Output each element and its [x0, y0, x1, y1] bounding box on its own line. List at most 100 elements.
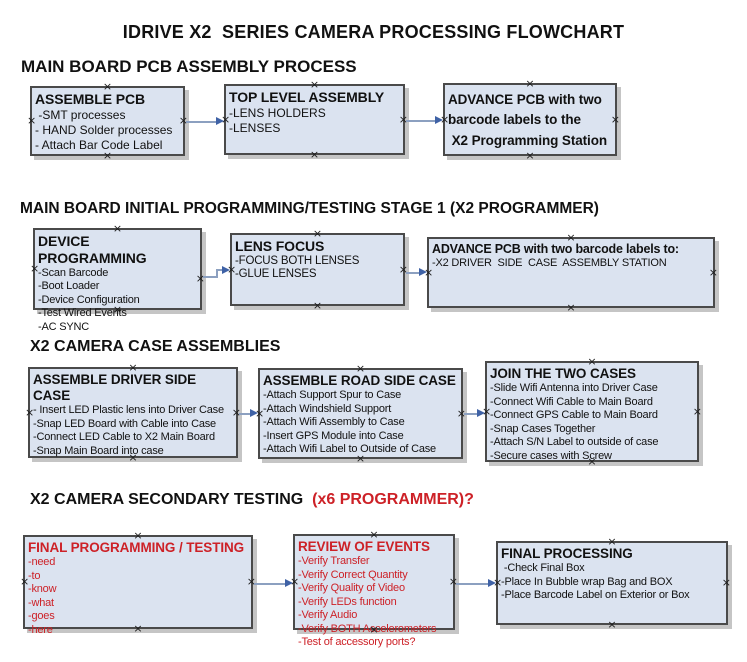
flow-arrow [406, 116, 443, 125]
flow-arrow [239, 409, 258, 418]
arrow-line [406, 119, 436, 122]
box-item: -Scan Barcode [38, 266, 109, 279]
box-title: ADVANCE PCB with two barcode labels to t… [448, 92, 607, 148]
box-item: -Verify LEDs function [298, 595, 397, 608]
box-item: -LENSES [229, 120, 281, 135]
box-title: TOP LEVEL ASSEMBLY [229, 89, 385, 105]
arrowhead-icon [285, 579, 293, 587]
box-item: -Connect LED Cable to X2 Main Board [33, 431, 215, 444]
box-title: DEVICE PROGRAMMING [38, 233, 147, 266]
box-item: -Snap LED Board with Cable into Case [33, 417, 216, 430]
box-item: -Attach Support Spur to Case [263, 389, 402, 402]
section-heading-initial-programming: MAIN BOARD INITIAL PROGRAMMING/TESTING S… [20, 200, 599, 217]
box-title: FINAL PROGRAMMING / TESTING [28, 540, 245, 555]
flow-arrow [464, 409, 485, 418]
box-item: -X2 DRIVER SIDE CASE ASSEMBLY STATION [432, 257, 667, 269]
box-title: LENS FOCUS [235, 238, 325, 254]
box-item: -Snap Main Board into case [33, 444, 164, 457]
box-lens-focus: × × × × LENS FOCUS -FOCUS BOTH LENSES -G… [227, 228, 408, 311]
box-item: -know [28, 583, 57, 596]
box-item: -Device Configuration [38, 293, 140, 306]
box-item: - Insert LED Plastic lens into Driver Ca… [33, 404, 224, 417]
box-item: - Attach Bar Code Label [35, 137, 163, 152]
box-item: -Verify Quality of Video [298, 582, 405, 595]
section-heading-red-part: (x6 PROGRAMMER)? [307, 491, 474, 508]
box-item: -Attach Wifi Assembly to Case [263, 416, 405, 429]
arrow-line [456, 582, 489, 585]
box-item: -Verify Transfer [298, 555, 370, 568]
box-item: -FOCUS BOTH LENSES [235, 254, 360, 267]
box-title: JOIN THE TWO CASES [490, 366, 636, 381]
box-title: ASSEMBLE ROAD SIDE CASE [263, 373, 456, 388]
box-title: REVIEW OF EVENTS [298, 539, 430, 554]
box-join-the-two-cases: × × × × JOIN THE TWO CASES -Slide Wifi A… [482, 356, 702, 467]
box-advance-pcb-programming-station: × × × × ADVANCE PCB with two barcode lab… [440, 78, 620, 161]
flow-arrow [456, 579, 496, 588]
section-heading-case-assemblies: X2 CAMERA CASE ASSEMBLIES [30, 338, 281, 355]
box-item: -SMT processes [35, 107, 126, 122]
flow-arrow-elbow [203, 266, 230, 278]
box-item: -here [28, 623, 53, 636]
box-item: -Place In Bubble wrap Bag and BOX [501, 575, 673, 588]
connection-handle-icon: × [692, 404, 702, 418]
arrowhead-icon [477, 409, 485, 417]
box-advance-pcb-driver-side: × × × × ADVANCE PCB with two barcode lab… [424, 232, 718, 313]
box-item: -Verify BOTH Accelerometers [298, 622, 437, 635]
connection-handle-icon: × [708, 265, 718, 279]
box-assemble-driver-side-case: × × × × ASSEMBLE DRIVER SIDE CASE - Inse… [25, 362, 241, 463]
box-review-of-events: × × × × REVIEW OF EVENTS -Verify Transfe… [290, 529, 458, 648]
box-assemble-pcb: × × × × ASSEMBLE PCB -SMT processes - HA… [27, 81, 188, 161]
arrowhead-icon [419, 268, 427, 276]
box-item: -Test Wired Events [38, 307, 127, 320]
connection-handle-icon: × [309, 148, 320, 161]
box-final-programming-testing: × × × × FINAL PROGRAMMING / TESTING -nee… [20, 530, 256, 636]
connection-handle-icon: × [607, 618, 617, 631]
arrowhead-icon [250, 409, 258, 417]
box-item: -Attach Windshield Support [263, 402, 392, 415]
box-item: -Verify Correct Quantity [298, 568, 408, 581]
box-device-programming: × × × × DEVICE PROGRAMMING -Scan Barcode… [30, 223, 205, 333]
box-title: ADVANCE PCB with two barcode labels to: [432, 242, 679, 256]
arrow-line [406, 271, 420, 274]
box-item: -Secure cases with Screw [490, 449, 612, 462]
box-item: -Verify Audio [298, 609, 358, 622]
box-item: -need [28, 556, 56, 569]
box-item: -LENS HOLDERS [229, 105, 326, 120]
section-heading-black-part: X2 CAMERA SECONDARY TESTING [30, 491, 308, 508]
box-title: FINAL PROCESSING [501, 546, 633, 561]
box-item: -to [28, 569, 41, 582]
section-heading-pcb-assembly: MAIN BOARD PCB ASSEMBLY PROCESS [21, 57, 357, 76]
arrow-line [203, 269, 222, 278]
box-item: -Snap Cases Together [490, 422, 596, 435]
flow-arrow [186, 117, 224, 126]
box-item: -Boot Loader [38, 280, 100, 293]
flow-arrow [254, 579, 293, 588]
arrow-line [239, 412, 251, 415]
box-item: -Attach Wifi Label to Outside of Case [263, 443, 436, 456]
box-item: -Check Final Box [501, 562, 585, 575]
box-top-level-assembly: × × × × TOP LEVEL ASSEMBLY -LENS HOLDERS… [221, 79, 408, 160]
arrow-line [254, 582, 286, 585]
connection-handle-icon: × [566, 301, 576, 314]
flow-arrow [406, 268, 427, 277]
box-assemble-road-side-case: × × × × ASSEMBLE ROAD SIDE CASE -Attach … [255, 363, 466, 464]
box-item: -what [28, 596, 54, 609]
arrowhead-icon [222, 266, 230, 274]
arrow-line [186, 120, 217, 123]
box-title: ASSEMBLE PCB [35, 91, 146, 107]
page-title: IDRIVE X2 SERIES CAMERA PROCESSING FLOWC… [122, 22, 625, 42]
box-item: -AC SYNC [38, 320, 89, 333]
box-title: ASSEMBLE DRIVER SIDE CASE [33, 372, 200, 404]
box-item: -Slide Wifi Antenna into Driver Case [490, 382, 658, 395]
connection-handle-icon: × [525, 149, 535, 162]
connection-handle-icon: × [312, 299, 323, 312]
section-heading-secondary-testing: X2 CAMERA SECONDARY TESTING (x6 PROGRAMM… [30, 491, 474, 509]
connection-handle-icon: × [721, 576, 731, 589]
box-item: - HAND Solder processes [35, 122, 173, 137]
box-item: -Test of accessory ports? [298, 636, 416, 649]
connection-handle-icon: × [610, 112, 620, 126]
box-item: -Attach S/N Label to outside of case [490, 436, 659, 449]
box-item: -Place Barcode Label on Exterior or Box [501, 589, 690, 602]
arrowhead-icon [216, 117, 224, 125]
